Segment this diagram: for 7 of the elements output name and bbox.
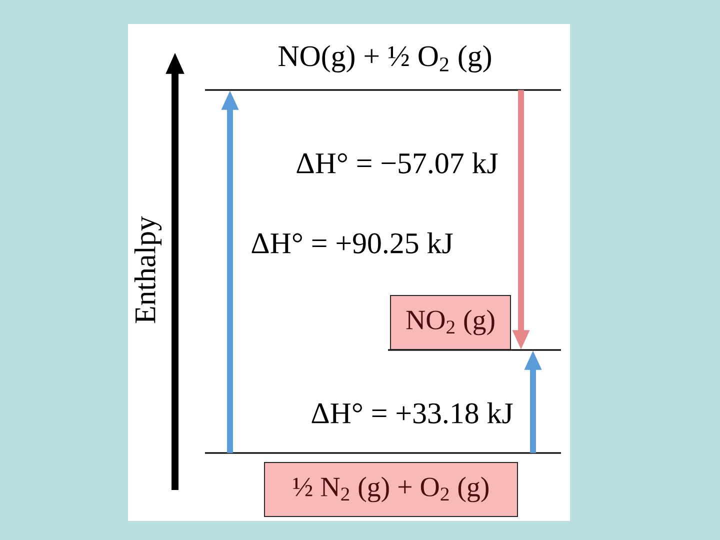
edge-label: ΔH° = −57.07 kJ bbox=[294, 151, 500, 175]
axis-label: Enthalpy bbox=[134, 216, 162, 324]
edge-label: ΔH° = +33.18 kJ bbox=[310, 401, 514, 425]
formula-box: NO$_{2}$ (g) bbox=[390, 295, 511, 350]
edge-label: ΔH° = +90.25 kJ bbox=[250, 231, 454, 255]
formula-label: NO(g) + ½ O$_{2}$ (g) bbox=[278, 45, 491, 72]
formula-box: ½ N$_{2}$ (g) + O$_{2}$ (g) bbox=[264, 462, 518, 517]
